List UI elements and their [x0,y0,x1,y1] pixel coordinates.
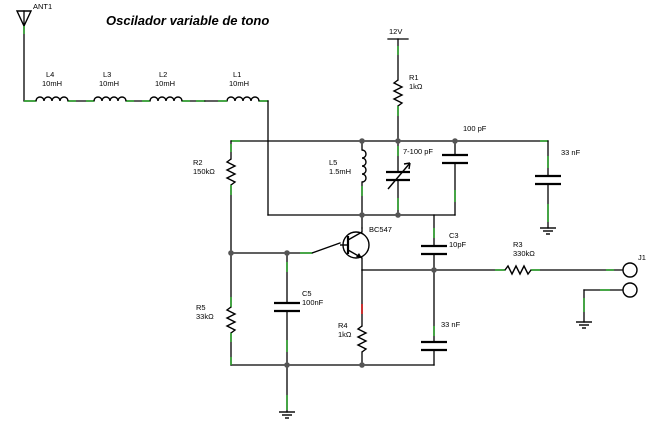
capacitor-100pf-value: 100 pF [463,124,487,133]
capacitor-var-value: 7-100 pF [403,147,433,156]
inductor-l1-icon [226,96,260,102]
inductor-l1-value: 10mH [229,79,249,88]
jack-connector-icon [622,262,638,298]
resistor-r2-value: 150kΩ [193,167,215,176]
inductor-l2-ref: L2 [159,70,167,79]
resistor-r2-ref: R2 [193,158,203,167]
ground-icon [279,411,295,419]
resistor-r3-icon [504,264,532,276]
resistor-r1-value: 1kΩ [409,82,423,91]
inductor-l5-ref: L5 [329,158,337,167]
diagram-title: Oscilador variable de tono [106,13,269,28]
inductor-l5-value: 1.5mH [329,167,351,176]
ground-icon [576,321,592,329]
resistor-r5-ref: R5 [196,303,206,312]
resistor-r1-ref: R1 [409,73,419,82]
resistor-r2-icon [225,158,237,186]
resistor-r3-ref: R3 [513,240,523,249]
transistor-ref: BC547 [369,225,392,234]
capacitor-c3-ref: C3 [449,231,459,240]
jack-ref: J1 [638,253,646,262]
capacitor-33nf-right-value: 33 nF [561,148,581,157]
resistor-r5-value: 33kΩ [196,312,214,321]
capacitor-c3-value: 10pF [449,240,467,249]
capacitor-c3-icon [421,244,447,256]
capacitor-c5-value: 100nF [302,298,324,307]
ground-icon [540,227,556,235]
antenna-icon [15,10,33,101]
resistor-r5-icon [225,306,237,334]
capacitor-33nf-bottom-value: 33 nF [441,320,461,329]
inductor-l3-value: 10mH [99,79,119,88]
inductor-l5-icon [361,149,367,183]
inductor-l4-icon [35,96,69,102]
resistor-r3-value: 330kΩ [513,249,535,258]
resistor-r1-icon [392,79,404,107]
inductor-l2-icon [149,96,183,102]
inductor-l3-ref: L3 [103,70,111,79]
capacitor-c5-ref: C5 [302,289,312,298]
capacitor-33nf-right-icon [535,174,561,186]
resistor-r4-value: 1kΩ [338,330,352,339]
capacitor-33nf-bottom-icon [421,340,447,352]
inductor-l2-value: 10mH [155,79,175,88]
npn-transistor-icon [340,231,370,259]
capacitor-c5-icon [274,301,300,313]
inductor-l4-ref: L4 [46,70,54,79]
junction-dots [228,138,458,368]
antenna-label: ANT1 [33,2,52,11]
resistor-r4-icon [356,325,368,353]
inductor-l1-ref: L1 [233,70,241,79]
inductor-l3-icon [93,96,127,102]
resistor-r4-ref: R4 [338,321,348,330]
capacitor-100pf-icon [442,153,468,165]
inductor-l4-value: 10mH [42,79,62,88]
supply-label: 12V [389,27,402,36]
